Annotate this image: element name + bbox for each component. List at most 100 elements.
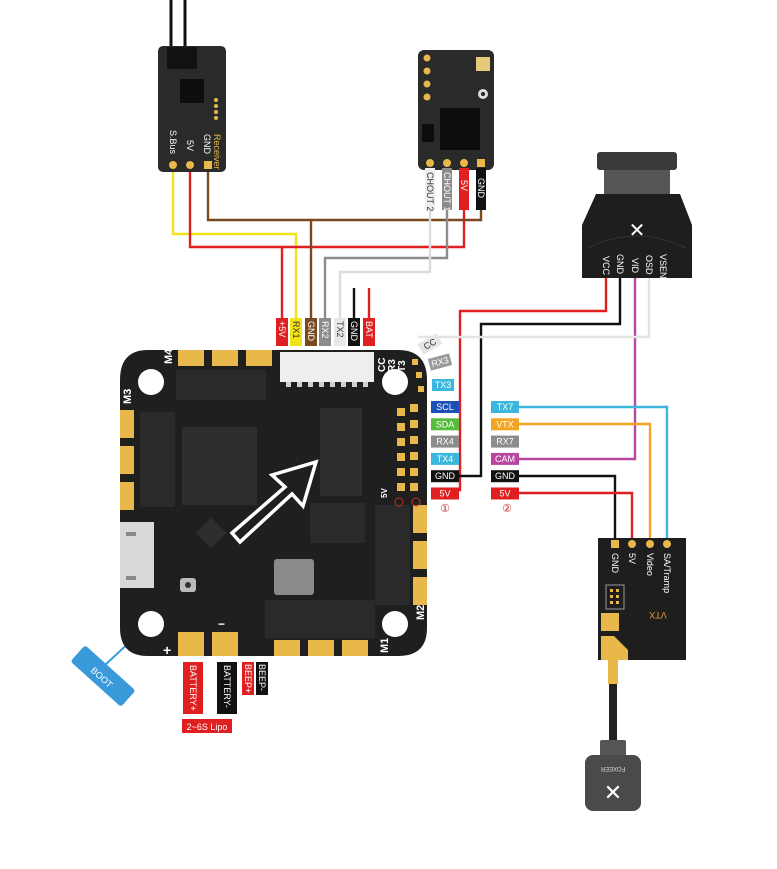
top-pin-tag	[348, 318, 360, 346]
pad-tag: VTX	[491, 418, 519, 431]
top-pin-label: RX2	[320, 321, 330, 339]
group1-marker: ①	[440, 503, 450, 515]
silk-t3: T3	[397, 360, 408, 372]
power-labels: BATTERY+ BATTERY- BEEP+ BEEP- 2~6S Lipo	[182, 662, 268, 733]
wire-5v-receivers	[188, 172, 466, 249]
camera-pin-vid: VID	[630, 258, 640, 274]
wire-gnd-receivers	[206, 172, 483, 222]
elrs-receiver: CHOUT 2 CHOUT 1 5V GND	[418, 50, 494, 211]
silk-minus: −	[218, 617, 225, 631]
vtx-pin-video: Video	[645, 553, 655, 576]
wire-vtx-tramp	[519, 405, 669, 545]
pad-tag: GND	[431, 470, 459, 483]
receiver-pin-sbus: S.Bus	[168, 130, 178, 155]
vtx-pin-5v: 5V	[627, 553, 637, 564]
camera-pin-gnd: GND	[615, 254, 625, 275]
vtx-title: VTX	[649, 610, 667, 620]
top-pin-tag	[319, 318, 331, 346]
antenna: FOXEER ✕	[585, 684, 641, 811]
pad-tag: GND	[491, 470, 519, 483]
pad-label: TX7	[497, 402, 514, 412]
battery-minus-label: BATTERY-	[222, 665, 232, 708]
pad-label: RX3	[430, 355, 450, 369]
lipo-label: 2~6S Lipo	[187, 722, 228, 732]
pad-tag: TX4	[431, 452, 459, 465]
pad-tag: RX7	[491, 435, 519, 448]
pad-tag: SCL	[431, 401, 459, 413]
silk-m4: M4	[163, 348, 175, 364]
pad-label: SDA	[436, 419, 455, 429]
silk-m3: M3	[122, 389, 134, 404]
pad-label: RX4	[436, 437, 454, 447]
pad-tag: TX7	[491, 401, 519, 413]
top-pin-tag	[276, 318, 288, 346]
pad-label: RX7	[496, 437, 514, 447]
top-pin-tag	[305, 318, 317, 346]
top-pin-tag	[290, 318, 302, 346]
pad-label: GND	[495, 471, 516, 481]
silk-m1: M1	[379, 638, 391, 653]
wire-chout1-rx2	[323, 210, 449, 318]
top-pin-label: RX1	[291, 321, 301, 339]
elrs-pin-5v: 5V	[459, 180, 469, 191]
flight-controller: M4 M3 M2 M1 CC R3 T3 5V + −	[120, 348, 427, 658]
vtx-pin-gnd: GND	[610, 553, 620, 574]
silk-cc: CC	[377, 358, 388, 372]
wire-chout2-tx2	[338, 210, 432, 318]
pad-label: 5V	[439, 489, 450, 499]
elrs-pin-chout2: CHOUT 2	[425, 172, 435, 211]
wire-cam-osd	[418, 278, 651, 339]
beep-minus-label: BEEP-	[257, 664, 267, 691]
antenna-logo-icon: ✕	[604, 781, 622, 806]
camera-pin-vcc: VCC	[601, 256, 611, 276]
camera-logo-icon: ✕	[629, 218, 646, 242]
top-pin-tag	[363, 318, 375, 346]
wire-vtx-5v	[519, 491, 634, 545]
camera-pin-osd: OSD	[644, 255, 654, 275]
pad-label: SCL	[436, 402, 454, 412]
pad-tag: RX3	[427, 353, 453, 371]
receiver-title: Receiver	[212, 134, 222, 170]
wires	[104, 0, 669, 666]
top-pin-label: BAT	[364, 321, 374, 338]
direction-arrow-icon	[229, 459, 319, 545]
silk-plus: +	[163, 642, 171, 658]
receiver-pin-5v: 5V	[185, 140, 195, 151]
pad-tag: 5V	[431, 487, 459, 500]
silk-r3: R3	[387, 359, 398, 372]
top-pin-label: TX2	[335, 321, 345, 338]
top-pin-label: GND	[306, 321, 316, 342]
pad-tag: CAM	[491, 452, 519, 465]
wire-sbus-rx1	[171, 172, 298, 318]
vtx: GND 5V Video SA/Tramp VTX	[598, 538, 686, 684]
top-pin-tag	[334, 318, 346, 346]
pad-tag: TX3	[432, 379, 454, 391]
wire-vtx-gnd	[519, 474, 617, 545]
vtx-pin-tramp: SA/Tramp	[662, 553, 672, 593]
silk-5v: 5V	[380, 488, 389, 498]
sbus-receiver: Receiver S.Bus 5V GND	[158, 46, 226, 172]
group2-marker: ②	[502, 503, 512, 515]
beep-plus-label: BEEP+	[243, 664, 253, 693]
elrs-pin-chout1: CHOUT 1	[442, 172, 452, 211]
camera-pin-vsen: VSEN	[658, 254, 668, 279]
boot-label: BOOT	[71, 646, 135, 706]
pad-label: TX3	[435, 380, 452, 390]
receiver-pin-gnd: GND	[202, 134, 212, 155]
silk-m2: M2	[415, 605, 427, 620]
pad-label: TX4	[437, 454, 454, 464]
pad-label: VTX	[496, 419, 514, 429]
pad-tag: 5V	[491, 487, 519, 500]
pad-tag: SDA	[431, 418, 459, 431]
pad-label: CAM	[495, 454, 515, 464]
pad-tag: RX4	[431, 435, 459, 448]
pad-label: GND	[435, 471, 456, 481]
top-pin-label: +5V	[277, 321, 287, 337]
wire-cam-vid	[519, 278, 637, 461]
pad-label: 5V	[499, 489, 510, 499]
pad-tag: CC	[417, 333, 443, 355]
